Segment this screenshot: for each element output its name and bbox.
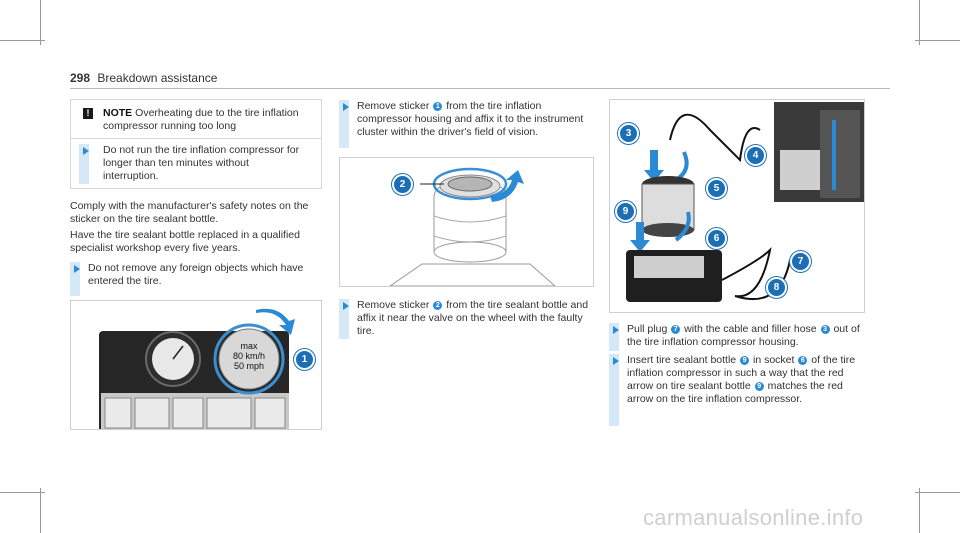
section-title: Breakdown assistance xyxy=(97,71,218,85)
header-divider xyxy=(70,88,890,89)
reference-badge: 6 xyxy=(798,356,808,365)
bullet-bar xyxy=(339,100,349,148)
crop-mark xyxy=(915,492,960,493)
step-arrow-icon xyxy=(343,103,349,111)
step-arrow-icon xyxy=(343,302,349,310)
warning-icon: ! xyxy=(83,108,93,119)
reference-badge: 9 xyxy=(754,382,764,391)
crop-mark xyxy=(919,488,920,533)
step-text: Do not remove any foreign objects which … xyxy=(88,262,304,287)
callout-1: 1 xyxy=(294,349,315,370)
watermark: carmanualsonline.info xyxy=(643,505,864,530)
callout-5: 5 xyxy=(706,178,727,199)
paragraph: Comply with the manufacturer's safety no… xyxy=(70,200,309,225)
crop-mark xyxy=(0,492,45,493)
page-header: 298 Breakdown assistance xyxy=(70,71,217,85)
reference-badge: 7 xyxy=(671,325,681,334)
figure-compressor-sticker: max 80 km/h 50 mph 1 xyxy=(70,300,322,430)
step-text: Remove sticker 1 from the tire inflation… xyxy=(357,100,584,138)
callout-7: 7 xyxy=(790,251,811,272)
callout-4: 4 xyxy=(745,145,766,166)
step-arrow-icon xyxy=(74,265,80,273)
figure-sealant-bottle: 2 xyxy=(339,157,594,287)
callout-8: 8 xyxy=(766,277,787,298)
crop-mark xyxy=(0,40,45,41)
reference-badge: 1 xyxy=(433,102,443,111)
page-number: 298 xyxy=(70,71,91,85)
reference-badge: 9 xyxy=(740,356,750,365)
crop-mark xyxy=(919,0,920,45)
figure-compressor-assembly: 3 4 5 9 6 7 8 xyxy=(609,99,865,313)
note-label: NOTE xyxy=(103,107,133,119)
bullet-bar xyxy=(339,299,349,339)
compressor-illustration xyxy=(99,308,295,429)
speed-limit-sticker: max 80 km/h 50 mph xyxy=(221,341,277,371)
crop-mark xyxy=(40,0,41,45)
step-text: Insert tire sealant bottle 9 in socket 6… xyxy=(627,354,856,405)
step-text: Remove sticker 2 from the tire sealant b… xyxy=(357,299,589,337)
sticker-line: max xyxy=(240,341,258,351)
bullet-bar xyxy=(609,354,619,426)
reference-badge: 2 xyxy=(433,301,443,310)
callout-2: 2 xyxy=(392,174,413,195)
note-step: Do not run the tire inflation compressor… xyxy=(103,144,300,182)
sealant-bottle-illustration xyxy=(389,167,556,286)
step-text: Pull plug 7 with the cable and filler ho… xyxy=(627,323,860,348)
sticker-line: 50 mph xyxy=(233,361,265,371)
crop-mark xyxy=(915,40,960,41)
callout-6: 6 xyxy=(706,228,727,249)
bullet-bar xyxy=(79,144,89,184)
sticker-line: 80 km/h xyxy=(232,351,265,361)
reference-badge: 3 xyxy=(820,325,830,334)
step-arrow-icon xyxy=(613,326,619,334)
compressor-assembly-illustration xyxy=(626,102,864,302)
note-intro-text: Overheating due to the tire inflation co… xyxy=(103,107,299,132)
callout-3: 3 xyxy=(618,123,639,144)
paragraph: Have the tire sealant bottle replaced in… xyxy=(70,229,300,254)
step-arrow-icon xyxy=(83,147,89,155)
bullet-bar xyxy=(70,262,80,296)
step-arrow-icon xyxy=(613,357,619,365)
note-divider xyxy=(71,138,321,139)
bullet-bar xyxy=(609,323,619,351)
callout-9: 9 xyxy=(615,201,636,222)
crop-mark xyxy=(40,488,41,533)
